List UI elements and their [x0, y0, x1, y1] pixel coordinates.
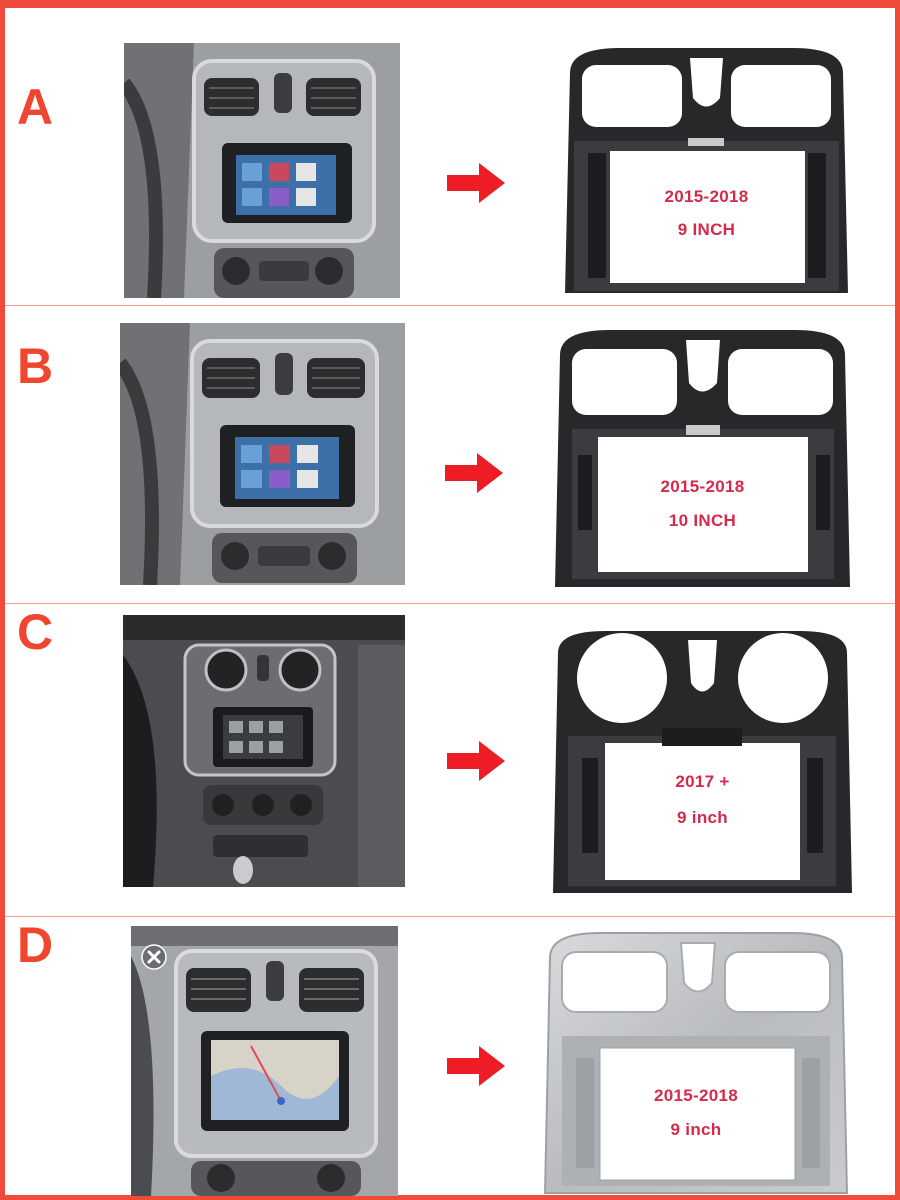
- frame-panel: 2015-2018 9 inch: [540, 928, 852, 1198]
- frame-size-label: 9 INCH: [677, 220, 736, 239]
- frame-size-label: 10 INCH: [668, 511, 737, 530]
- frame-size-label: 9 inch: [677, 808, 728, 827]
- right-arrow-icon: [445, 453, 503, 493]
- right-arrow-icon: [447, 1046, 505, 1086]
- dashboard-photo: [131, 926, 398, 1196]
- frame-panel: 2015-2018 10 INCH: [550, 325, 855, 595]
- frame-year-label: 2015-2018: [664, 187, 749, 206]
- dashboard-photo: [124, 43, 400, 298]
- option-row-a: A: [5, 8, 895, 306]
- dashboard-photo: [123, 615, 405, 887]
- option-letter: A: [17, 79, 54, 135]
- frame-size-label: 9 inch: [670, 1120, 722, 1139]
- option-row-b: B: [5, 305, 895, 604]
- close-icon[interactable]: [141, 944, 167, 970]
- dashboard-photo: [120, 323, 405, 585]
- frame-year-label: 2015-2018: [654, 1086, 738, 1105]
- right-arrow-icon: [447, 741, 505, 781]
- option-row-c: C: [5, 603, 895, 917]
- right-arrow-icon: [447, 163, 505, 203]
- option-row-d: D: [5, 916, 895, 1200]
- option-letter: B: [17, 338, 54, 394]
- frame-panel: 2017 + 9 inch: [550, 628, 855, 900]
- frame-year-label: 2017 +: [675, 772, 730, 791]
- frame-year-label: 2015-2018: [660, 477, 745, 496]
- option-letter: D: [17, 917, 54, 973]
- option-letter: C: [17, 604, 54, 660]
- frame-panel: 2015-2018 9 INCH: [560, 43, 853, 301]
